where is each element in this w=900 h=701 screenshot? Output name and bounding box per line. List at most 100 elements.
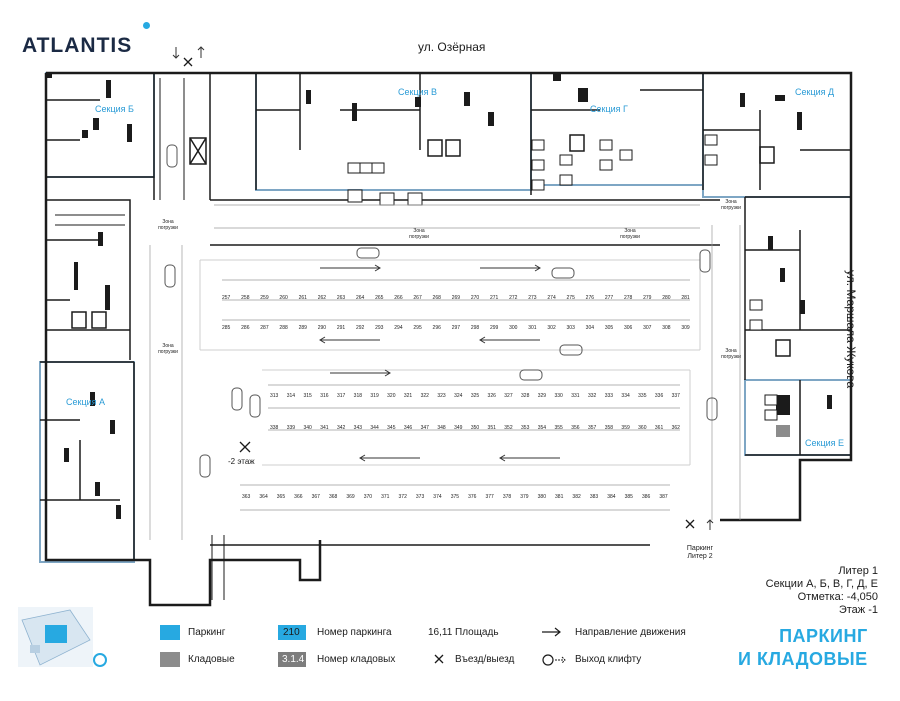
info-floor: Этаж -1 (838, 604, 878, 616)
parking-number: 355 (554, 425, 563, 431)
parking-number: 327 (504, 393, 513, 399)
site-mini-map (18, 607, 93, 667)
parking-number: 348 (437, 425, 446, 431)
parking-number: 321 (403, 393, 413, 399)
parking-number: 340 (303, 425, 312, 431)
parking-number: 261 (298, 295, 307, 301)
parking-number: 297 (451, 325, 461, 331)
street-top-label: ул. Озёрная (418, 40, 486, 54)
parking-number: 320 (387, 393, 396, 399)
legend-parking-number-sample: 210 (283, 627, 300, 638)
parking-number: 272 (509, 295, 518, 301)
parking-number: 267 (413, 295, 422, 301)
parking-number: 372 (398, 494, 407, 500)
parking-number: 346 (403, 425, 413, 431)
parking-number: 281 (681, 295, 690, 301)
parking-number: 360 (638, 425, 647, 431)
parking-number: 268 (432, 295, 441, 301)
parking-number: 350 (470, 425, 480, 431)
parking-number: 333 (604, 393, 614, 399)
parking-grid (149, 204, 741, 540)
parking-number: 264 (355, 295, 365, 301)
parking-number: 258 (241, 295, 250, 301)
parking-number: 266 (394, 295, 403, 301)
ramps (55, 78, 225, 600)
parking-number: 365 (276, 494, 286, 500)
parking-number: 338 (270, 425, 279, 431)
parking-number: 367 (311, 494, 320, 500)
driveways (199, 259, 701, 466)
parking-number: 277 (604, 295, 614, 301)
parking-number: 331 (571, 393, 580, 399)
parking-number: 314 (286, 393, 296, 399)
parking-number: 318 (353, 393, 363, 399)
parking-number: 359 (621, 425, 630, 431)
legend-parking-label: Паркинг (188, 627, 226, 638)
title-line-2: И КЛАДОВЫЕ (738, 649, 868, 669)
parking-number: 380 (537, 494, 546, 500)
section-a-label: Секция А (66, 397, 106, 407)
parking-number: 260 (279, 295, 288, 301)
parking-number: 303 (566, 325, 575, 331)
parking-number: 278 (623, 295, 633, 301)
parking-number: 307 (643, 325, 652, 331)
legend-storage-number-sample: 3.1.4 (282, 654, 305, 665)
parking-number: 341 (320, 425, 329, 431)
legend-parking-swatch (160, 625, 180, 640)
storage-rooms (347, 134, 778, 421)
logo-dot-icon (143, 22, 150, 29)
parking-number: 280 (662, 295, 671, 301)
parking-number: 373 (415, 494, 425, 500)
legend-area-label: Площадь (455, 627, 499, 638)
parking-number: 353 (521, 425, 530, 431)
parking-number: 305 (604, 325, 614, 331)
parking-number: 357 (587, 425, 597, 431)
parking-number: 316 (320, 393, 329, 399)
outer-walls (44, 71, 853, 607)
parking-number: 381 (555, 494, 564, 500)
legend-storage-swatch (160, 652, 180, 667)
parking-number: 358 (604, 425, 614, 431)
parking-number: 262 (317, 295, 327, 301)
parking-number: 286 (241, 325, 250, 331)
storage-filled (776, 425, 790, 437)
parking-number: 361 (654, 425, 664, 431)
page-title: ПАРКИНГ И КЛАДОВЫЕ (738, 625, 868, 671)
parking-number: 285 (222, 325, 231, 331)
parking-number: 374 (433, 494, 442, 500)
parking-number: 308 (662, 325, 671, 331)
parking-number: 326 (487, 393, 496, 399)
parking-number: 302 (547, 325, 556, 331)
parking-number: 342 (336, 425, 346, 431)
legend-lift-label: Выход клифту (575, 654, 642, 665)
parking-number: 337 (671, 393, 680, 399)
direction-arrows (319, 264, 560, 462)
parking-number: 323 (437, 393, 446, 399)
legend-entry-exit-label: Въезд/выезд (455, 654, 515, 665)
parking-number: 293 (375, 325, 384, 331)
loading-zone-label: Зона погрузки (158, 219, 178, 231)
parking-number: 259 (260, 295, 269, 301)
legend-arrow-icon (542, 627, 561, 637)
info-liter: Литер 1 (838, 565, 878, 577)
parking-number: 324 (454, 393, 463, 399)
parking-number: 291 (336, 325, 346, 331)
loading-zone-label: Зона погрузки (721, 199, 741, 211)
section-b-label: Секция Б (95, 104, 134, 114)
parking-number: 298 (470, 325, 480, 331)
info-block: Литер 1 Секции А, Б, В, Г, Д, Е Отметка:… (766, 565, 878, 617)
legend-lift-icon (542, 654, 554, 666)
parking-number: 265 (375, 295, 384, 301)
parking-number: 345 (387, 425, 396, 431)
loading-zone-label: Зона погрузки (620, 228, 640, 240)
parking-number: 313 (270, 393, 279, 399)
parking-number: 299 (489, 325, 499, 331)
parking-number: 315 (303, 393, 312, 399)
parking-number: 296 (432, 325, 441, 331)
